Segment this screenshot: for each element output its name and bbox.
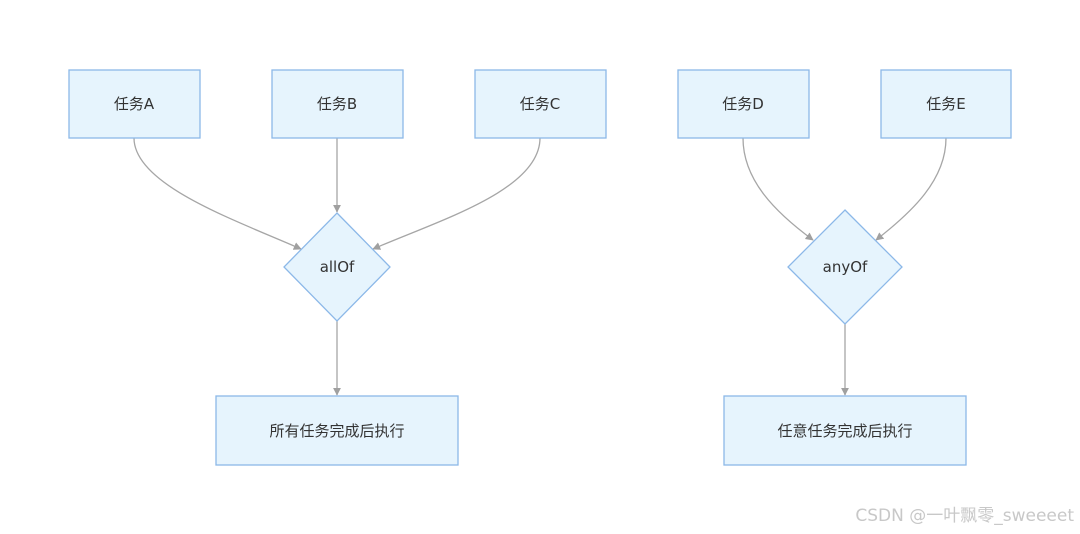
node-task-b: 任务B <box>271 69 404 139</box>
node-task-c-label: 任务C <box>520 95 560 113</box>
edge-task-e-to-anyof <box>875 137 947 241</box>
node-anyof-label: anyOf <box>823 258 868 276</box>
node-all-done-label: 所有任务完成后执行 <box>269 422 404 440</box>
node-all-done: 所有任务完成后执行 <box>215 395 459 466</box>
watermark: CSDN @一叶飘零_sweeeet <box>855 506 1074 526</box>
edge-task-a-to-allof <box>133 137 302 250</box>
node-task-e: 任务E <box>880 69 1012 139</box>
node-task-a-label: 任务A <box>114 95 155 113</box>
node-task-b-label: 任务B <box>317 95 357 113</box>
node-allof-label: allOf <box>320 258 355 276</box>
edge-task-d-to-anyof <box>742 137 814 241</box>
node-task-d-label: 任务D <box>722 95 764 113</box>
node-any-done: 任意任务完成后执行 <box>723 395 967 466</box>
node-task-a: 任务A <box>68 69 201 139</box>
node-any-done-label: 任意任务完成后执行 <box>777 422 912 440</box>
node-allof: allOf <box>283 212 391 322</box>
node-task-e-label: 任务E <box>926 95 965 113</box>
edge-task-c-to-allof <box>372 137 541 250</box>
node-anyof: anyOf <box>787 209 903 325</box>
node-task-c: 任务C <box>474 69 607 139</box>
node-task-d: 任务D <box>677 69 810 139</box>
